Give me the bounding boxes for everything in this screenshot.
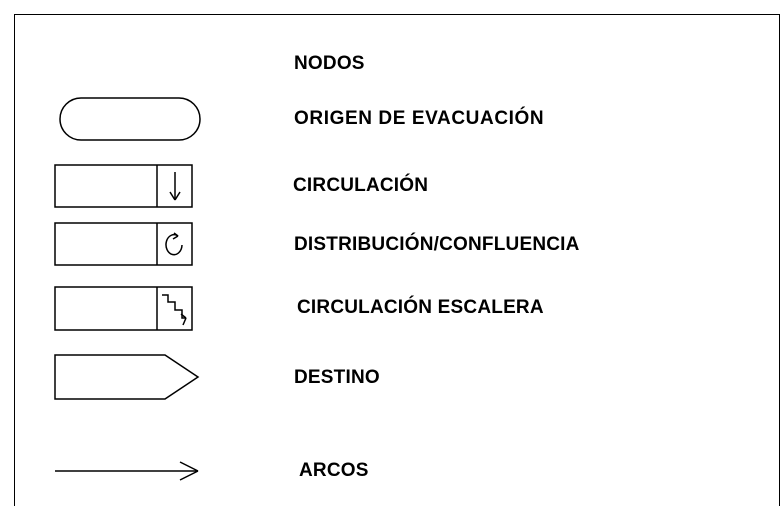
origin-node-shape	[59, 97, 201, 141]
legend-frame	[14, 14, 780, 506]
stair-arrow-icon	[162, 294, 187, 326]
origin-label: ORIGEN DE EVACUACIÓN	[294, 108, 545, 129]
destination-label: DESTINO	[294, 367, 380, 388]
nodes-header: NODOS	[294, 53, 365, 74]
arcs-label: ARCOS	[299, 460, 369, 481]
distribution-node-shape	[54, 222, 193, 266]
circulation-node-shape	[54, 164, 193, 208]
circulation-label: CIRCULACIÓN	[293, 175, 429, 196]
destination-node-shape	[54, 354, 200, 400]
down-arrow-icon	[169, 172, 181, 201]
stair-circulation-node-shape	[54, 286, 193, 331]
distribution-label: DISTRIBUCIÓN/CONFLUENCIA	[294, 234, 580, 255]
arc-arrow-shape	[55, 461, 199, 481]
loop-arrow-icon	[165, 232, 183, 256]
stair-circulation-label: CIRCULACIÓN ESCALERA	[297, 297, 544, 318]
